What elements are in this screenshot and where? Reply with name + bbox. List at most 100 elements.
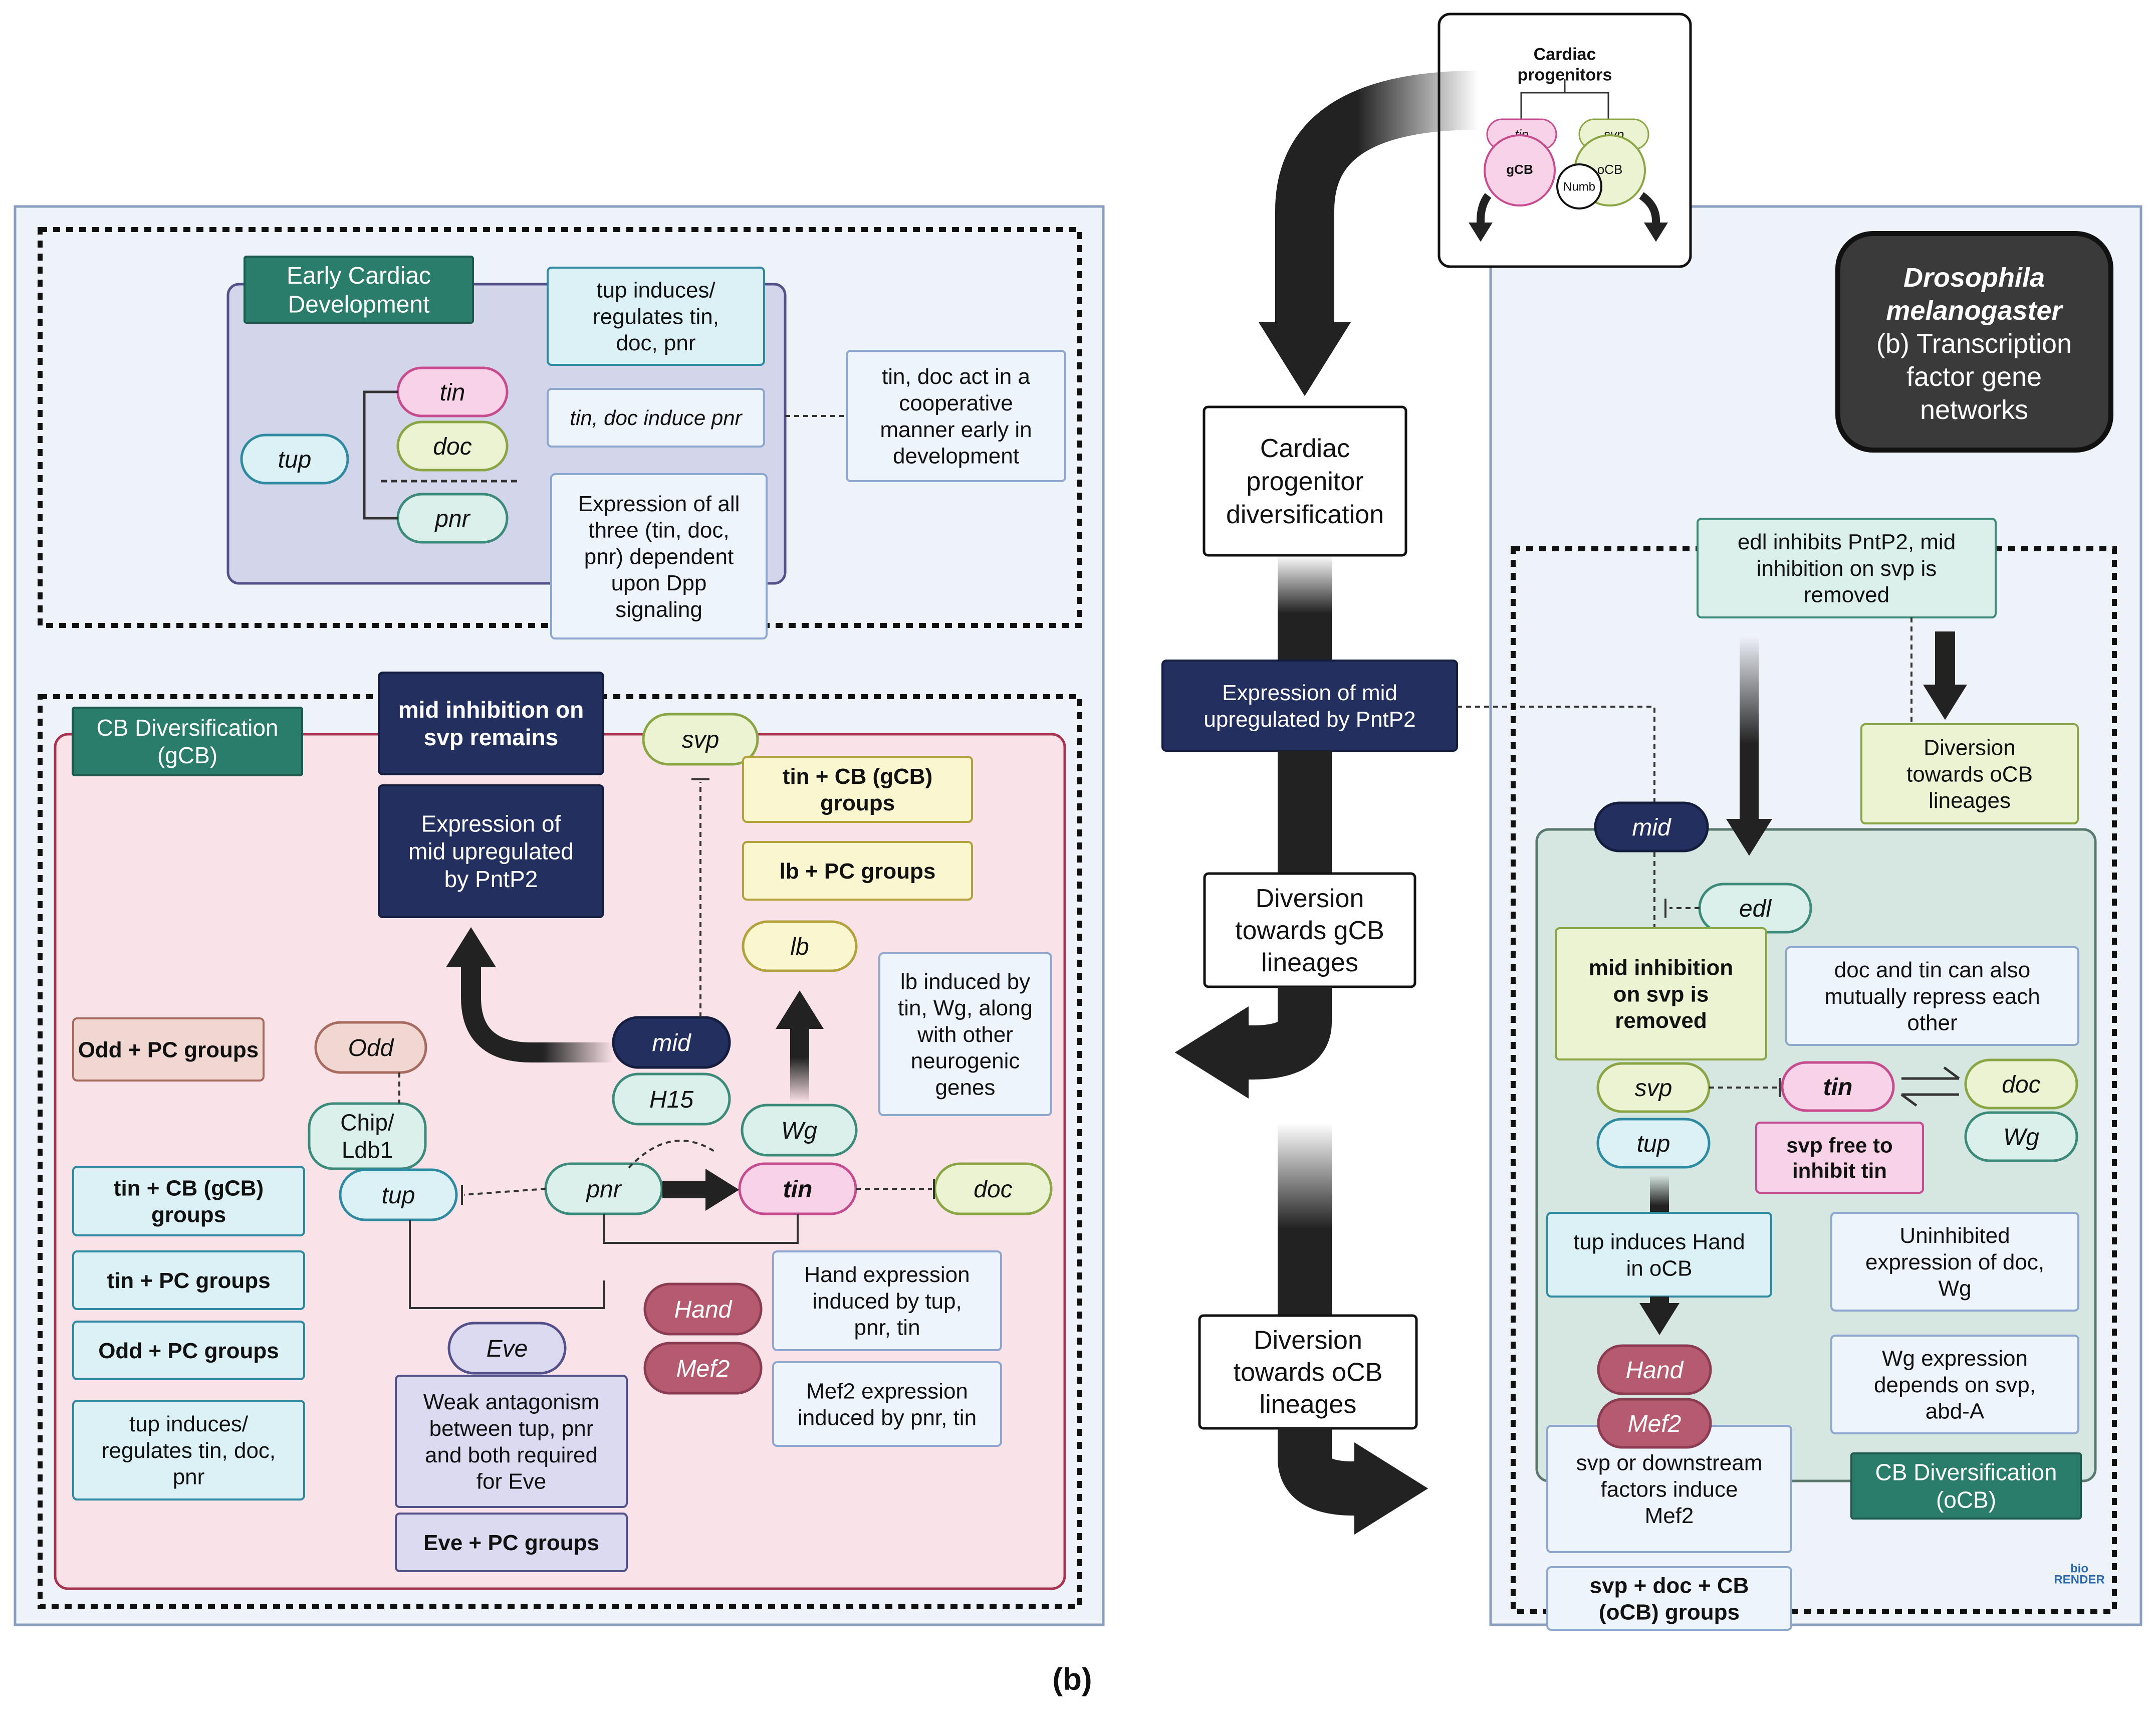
ocb-svp-mef2-text-line: svp or downstream <box>1576 1451 1763 1475</box>
gcb-odd-label-line: Odd <box>348 1035 394 1061</box>
gcb-mid-remains-box <box>378 672 604 775</box>
gcb-svp-pill <box>642 713 759 766</box>
gcb-odd-pc-box <box>72 1321 305 1380</box>
ocb-tin-label-line: tin <box>1823 1074 1853 1101</box>
ocb-header-text-line: (oCB) <box>1936 1487 1996 1513</box>
gcb-hand-expr-text-line: induced by tup, <box>812 1289 962 1314</box>
gcb-tup-label: tup <box>382 1182 415 1209</box>
ocb-svp-mef2-text-line: factors induce <box>1601 1477 1738 1502</box>
center-gcb-head <box>1174 1006 1249 1099</box>
early-expression-text-line: three (tin, doc, <box>588 518 729 543</box>
gcb-mef2-expr-text-line: Mef2 expression <box>806 1379 968 1404</box>
ocb-header-box <box>1850 1452 2082 1520</box>
gcb-tup-induces-text-line: pnr <box>173 1465 205 1489</box>
main-top-curve <box>1275 71 1479 341</box>
gcb-hand-pill <box>643 1282 763 1336</box>
title-box <box>1835 231 2113 453</box>
center-ocb-head <box>1354 1442 1428 1535</box>
early-tup-induces-text-line: regulates tin, <box>593 304 719 329</box>
ocb-wg-expr-box <box>1830 1335 2079 1434</box>
early-tin-label-line: tin <box>440 379 465 406</box>
gcb-doc-label-line: doc <box>974 1176 1012 1203</box>
early-doc-label: doc <box>433 434 471 460</box>
ocb-hand-pill <box>1597 1344 1712 1395</box>
gcb-mid-remains-text-line: mid inhibition on <box>398 697 584 723</box>
card-box <box>1438 13 1692 268</box>
early-bracket <box>363 390 398 520</box>
ocb-div-ocb-text-line: lineages <box>1929 788 2011 813</box>
gcb-pnr-loop <box>628 1140 717 1169</box>
early-expression-text-line: Expression of all <box>578 492 740 516</box>
center-fade-3 <box>1278 1123 1332 1316</box>
gcb-mid-expression-text-line: mid upregulated <box>408 838 574 865</box>
ocb-tin-label: tin <box>1823 1074 1853 1101</box>
early-tup-pill <box>240 434 349 485</box>
center-mid-pntp2-text-line: Expression of mid <box>1222 681 1397 705</box>
gcb-hand-label: Hand <box>674 1297 733 1323</box>
center-diversification-text-line: diversification <box>1226 500 1384 529</box>
gcb-tup-induces-text: tup induces/regulates tin, doc,pnr <box>102 1412 276 1489</box>
card-left-head <box>1469 223 1493 242</box>
gcb-header-text: CB Diversification(gCB) <box>97 715 279 768</box>
gcb-eve-label-line: Eve <box>487 1336 528 1362</box>
gcb-mid-label-line: mid <box>652 1030 691 1056</box>
ocb-edl-inhibits-box <box>1697 518 1997 618</box>
early-cooperative-text-line: tin, doc act in a <box>882 364 1030 389</box>
main-top-head <box>1259 322 1351 396</box>
cell-gcb-body <box>1484 134 1556 206</box>
cell-numb-label: Numb <box>1563 180 1595 193</box>
ocb-header-text: CB Diversification(oCB) <box>1875 1459 2057 1513</box>
gcb-lb-pc-text: lb + PC groups <box>780 859 936 884</box>
center-mid-connector <box>1457 706 1655 807</box>
center-shaft-2 <box>1278 751 1332 874</box>
gcb-lb-induced-box <box>878 952 1052 1116</box>
center-div-gcb-text-line: Diversion <box>1256 884 1364 913</box>
ocb-doc-tin-text-line: other <box>1907 1011 1957 1035</box>
ocb-doc-label-line: doc <box>2002 1071 2040 1098</box>
gcb-mef2-label-line: Mef2 <box>676 1356 730 1382</box>
gcb-mid-expression-text-line: by PntP2 <box>444 866 538 892</box>
gcb-lb-label-line: lb <box>790 934 809 960</box>
gcb-mid-remains-text-line: svp remains <box>424 724 558 750</box>
ocb-doc-tin-text-line: doc and tin can also <box>1834 958 2030 982</box>
card-left-curve <box>1477 193 1492 231</box>
ocb-doc-pill <box>1964 1058 2078 1110</box>
gcb-lb-induced-text-line: tin, Wg, along <box>898 996 1033 1020</box>
gcb-hand-expr-box <box>772 1250 1002 1351</box>
ocb-mef2-label-line: Mef2 <box>1628 1411 1682 1437</box>
ocb-uninhibited-box <box>1830 1212 2079 1312</box>
ocb-edl-label-line: edl <box>1739 896 1772 922</box>
gcb-tin-pc-text-line: tin + PC groups <box>107 1268 270 1293</box>
biorender-logo-line: RENDER <box>2054 1573 2104 1586</box>
ocb-mid-label-line: mid <box>1632 814 1671 841</box>
card-right-head <box>1644 223 1668 242</box>
early-tin-doc-pnr-box <box>547 388 765 448</box>
gcb-tin-cb-left-text-line: groups <box>151 1202 226 1227</box>
gcb-lb-induced-text-line: with other <box>917 1022 1013 1047</box>
species-title-line: factor gene <box>1906 362 2042 392</box>
gcb-mid-expression-text-line: Expression of <box>421 810 561 836</box>
gcb-tin-cb-left-text-line: tin + CB (gCB) <box>114 1176 264 1201</box>
ocb-tup-label: tup <box>1637 1131 1670 1157</box>
gcb-tup-induces-text-line: regulates tin, doc, <box>102 1438 276 1463</box>
cell-ocb-label-line: oCB <box>1597 162 1623 177</box>
gcb-odd-pc-text: Odd + PC groups <box>98 1339 279 1363</box>
gcb-mef2-label: Mef2 <box>676 1356 730 1382</box>
gcb-tin-cb-left-text: tin + CB (gCB)groups <box>114 1176 264 1227</box>
early-tin-doc-pnr-text: tin, doc induce pnr <box>570 406 743 430</box>
ocb-tup-hand-text-line: in oCB <box>1626 1256 1692 1280</box>
biorender-logo-line: bio <box>2070 1562 2088 1575</box>
ocb-uninhibited-text-line: Uninhibited <box>1899 1223 2010 1248</box>
ocb-mef2-pill <box>1597 1398 1712 1449</box>
center-mid-pntp2-box <box>1161 660 1458 752</box>
ocb-eq-top-barb <box>1943 1066 1960 1080</box>
